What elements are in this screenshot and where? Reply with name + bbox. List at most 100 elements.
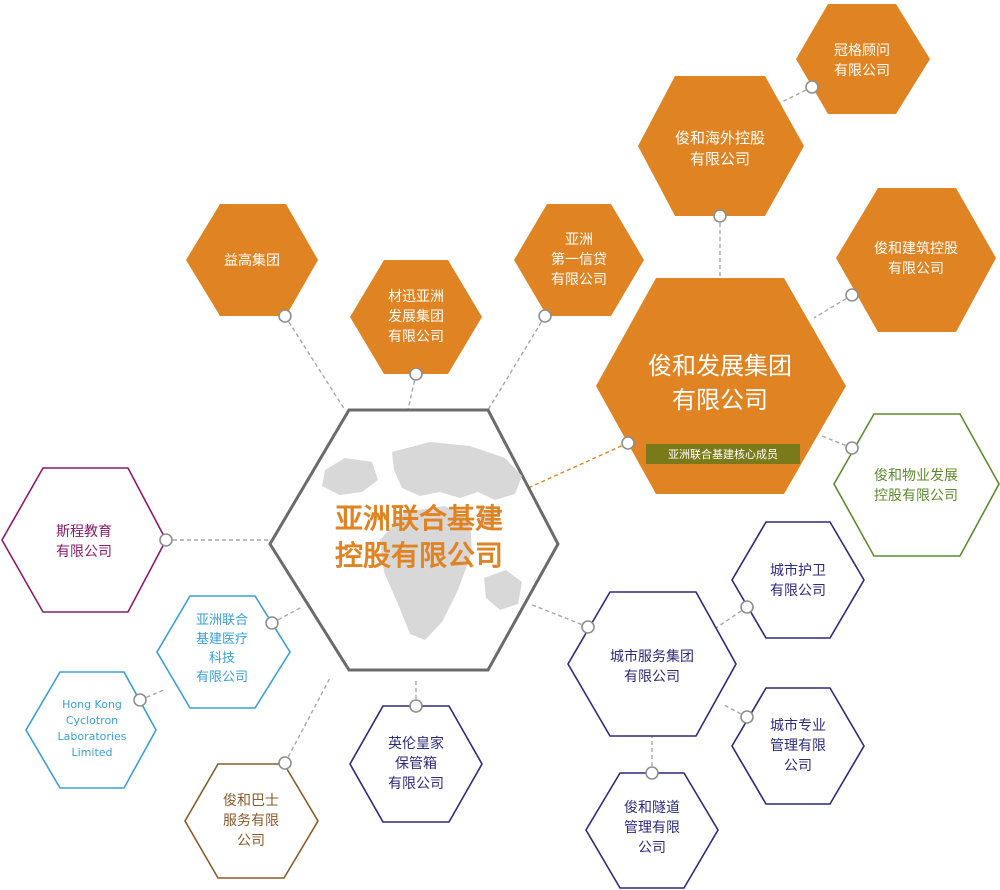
node-cyclotron-line2: Cyclotron bbox=[66, 714, 118, 727]
center-title-line2: 控股有限公司 bbox=[335, 539, 503, 572]
node-cyclotron-line3: Laboratories bbox=[58, 730, 127, 743]
node-safe-line3: 有限公司 bbox=[388, 776, 444, 792]
node-property-line2: 控股有限公司 bbox=[874, 488, 958, 504]
node-medical-line2: 基建医疗 bbox=[196, 632, 248, 647]
hub-badge-text: 亚洲联合基建核心成员 bbox=[668, 447, 778, 461]
connector-dot bbox=[278, 309, 292, 323]
connector-yigao bbox=[284, 315, 346, 411]
connector-city-services bbox=[529, 603, 589, 628]
node-medical-line3: 科技 bbox=[209, 651, 235, 666]
map-greenland bbox=[322, 458, 378, 495]
node-city-services[interactable]: 城市服务集团 有限公司 bbox=[567, 591, 737, 737]
node-yigao[interactable]: 益高集团 bbox=[186, 204, 318, 316]
hub-company[interactable]: 俊和发展集团 有限公司 亚洲联合基建核心成员 bbox=[596, 278, 846, 494]
hub-badge bbox=[646, 444, 800, 464]
node-sicheng-line2: 有限公司 bbox=[56, 544, 112, 560]
node-city-services-line2: 有限公司 bbox=[624, 669, 680, 685]
connector-dot bbox=[645, 766, 659, 780]
node-bus-line3: 公司 bbox=[237, 833, 265, 849]
node-city-mgmt[interactable]: 城市专业 管理有限 公司 bbox=[731, 687, 865, 805]
node-construction[interactable]: 俊和建筑控股 有限公司 bbox=[836, 188, 996, 332]
connector-asia-credit bbox=[487, 315, 546, 411]
connector-guange bbox=[773, 86, 813, 107]
node-city-mgmt-line1: 城市专业 bbox=[770, 717, 826, 734]
connector-construction bbox=[813, 294, 853, 319]
node-tunnel-line2: 管理有限 bbox=[624, 820, 680, 836]
node-city-services-line1: 城市服务集团 bbox=[610, 648, 694, 665]
map-australia bbox=[484, 570, 522, 610]
node-city-mgmt-line3: 公司 bbox=[784, 758, 812, 774]
connectors bbox=[139, 86, 853, 773]
hub-hexagon bbox=[596, 278, 846, 494]
node-caixun-line3: 有限公司 bbox=[388, 329, 444, 345]
connector-dot bbox=[265, 616, 279, 630]
connector-city-guard bbox=[715, 606, 748, 629]
node-city-guard-line1: 城市护卫 bbox=[770, 562, 826, 579]
map-eurasia bbox=[392, 442, 522, 500]
connector-dot bbox=[409, 367, 423, 381]
map-africa bbox=[380, 506, 472, 640]
connector-bus bbox=[284, 677, 331, 764]
node-overseas-line1: 俊和海外控股 bbox=[675, 129, 765, 147]
node-construction-line1: 俊和建筑控股 bbox=[874, 241, 958, 257]
map-island bbox=[478, 508, 496, 530]
node-asia-credit-line3: 有限公司 bbox=[551, 272, 607, 288]
connector-hub bbox=[527, 442, 629, 489]
node-guange-line2: 有限公司 bbox=[834, 63, 890, 79]
connector-city-mgmt bbox=[721, 703, 748, 718]
connector-dot bbox=[845, 288, 859, 302]
node-construction-line2: 有限公司 bbox=[888, 261, 944, 277]
node-overseas[interactable]: 俊和海外控股 有限公司 bbox=[638, 76, 804, 216]
connector-dot bbox=[409, 699, 423, 713]
node-city-guard[interactable]: 城市护卫 有限公司 bbox=[731, 521, 865, 639]
connector-dot bbox=[581, 620, 595, 634]
connector-dot bbox=[845, 441, 859, 455]
connector-dots bbox=[133, 80, 859, 780]
node-caixun-line1: 材迅亚洲 bbox=[388, 289, 444, 305]
node-cyclotron-line1: Hong Kong bbox=[62, 698, 122, 711]
node-guange[interactable]: 冠格顾问 有限公司 bbox=[796, 4, 930, 114]
node-safe-line1: 英伦皇家 bbox=[388, 735, 444, 752]
node-bus-line2: 服务有限 bbox=[223, 813, 279, 829]
connector-dot bbox=[278, 756, 292, 770]
connector-dot bbox=[805, 80, 819, 94]
node-yigao-line1: 益高集团 bbox=[224, 252, 280, 269]
node-bus[interactable]: 俊和巴士 服务有限 公司 bbox=[184, 763, 319, 879]
connector-dot bbox=[159, 533, 173, 547]
node-caixun-line2: 发展集团 bbox=[388, 308, 444, 325]
node-guange-line1: 冠格顾问 bbox=[834, 43, 890, 59]
node-tunnel-line1: 俊和隧道 bbox=[624, 800, 680, 816]
connector-dot bbox=[133, 693, 147, 707]
connector-dot bbox=[713, 209, 727, 223]
node-property-line1: 俊和物业发展 bbox=[874, 468, 958, 484]
node-medical[interactable]: 亚洲联合 基建医疗 科技 有限公司 bbox=[156, 595, 291, 709]
node-medical-line4: 有限公司 bbox=[196, 670, 248, 685]
node-overseas-line2: 有限公司 bbox=[690, 150, 750, 168]
connector-medical bbox=[271, 606, 303, 624]
node-caixun[interactable]: 材迅亚洲 发展集团 有限公司 bbox=[350, 260, 482, 374]
node-sicheng[interactable]: 斯程教育 有限公司 bbox=[1, 467, 167, 613]
connector-dot bbox=[740, 710, 754, 724]
connector-caixun bbox=[407, 373, 417, 411]
node-asia-credit-line1: 亚洲 bbox=[565, 232, 593, 248]
node-property[interactable]: 俊和物业发展 控股有限公司 bbox=[833, 413, 1000, 557]
node-asia-credit[interactable]: 亚洲 第一信贷 有限公司 bbox=[514, 204, 644, 316]
node-city-guard-line2: 有限公司 bbox=[770, 583, 826, 599]
node-city-mgmt-line2: 管理有限 bbox=[770, 738, 826, 754]
node-sicheng-line1: 斯程教育 bbox=[56, 524, 112, 540]
node-asia-credit-line2: 第一信贷 bbox=[551, 251, 607, 268]
connector-dot bbox=[621, 436, 635, 450]
connector-cyclotron bbox=[139, 689, 165, 701]
hub-title-line2: 有限公司 bbox=[672, 386, 768, 414]
world-map-graphic bbox=[322, 442, 522, 640]
center-company[interactable]: 亚洲联合基建 控股有限公司 bbox=[268, 408, 560, 672]
node-tunnel[interactable]: 俊和隧道 管理有限 公司 bbox=[585, 772, 719, 889]
hub-title-line1: 俊和发展集团 bbox=[648, 352, 792, 380]
center-title-line1: 亚洲联合基建 bbox=[335, 502, 503, 535]
connector-dot bbox=[538, 309, 552, 323]
node-safe-line2: 保管箱 bbox=[395, 756, 437, 772]
node-cyclotron[interactable]: Hong Kong Cyclotron Laboratories Limited bbox=[25, 671, 157, 789]
connector-dot bbox=[740, 600, 754, 614]
node-safe[interactable]: 英伦皇家 保管箱 有限公司 bbox=[349, 705, 483, 823]
